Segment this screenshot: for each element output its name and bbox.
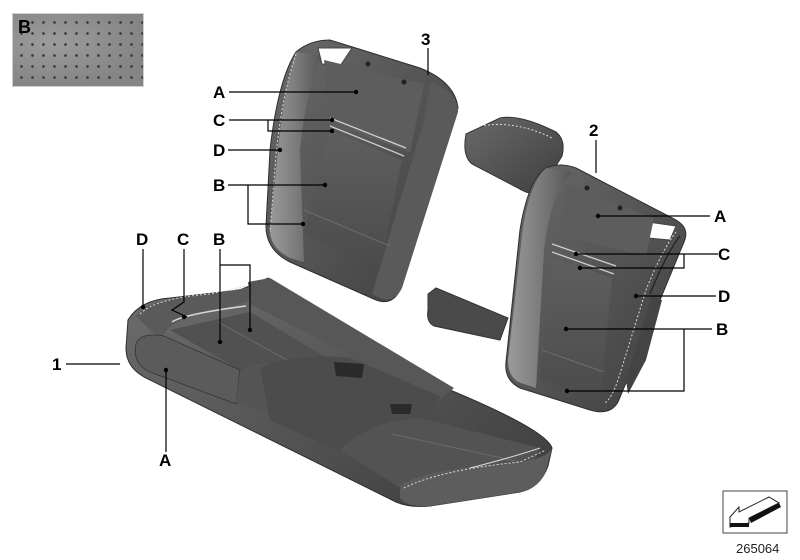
leader-dots <box>140 89 639 394</box>
callout-3-b: B <box>213 176 226 195</box>
swatch-label: B <box>18 17 31 37</box>
callout-2-b: B <box>716 320 729 339</box>
material-swatch-b: B <box>12 13 144 87</box>
callout-2-d: D <box>718 287 731 306</box>
callout-3-c: C <box>213 111 226 130</box>
callout-2-a: A <box>714 207 727 226</box>
part-2-right-backrest-cover <box>427 164 687 413</box>
callout-1-d: D <box>136 230 149 249</box>
callout-1-b: B <box>213 230 226 249</box>
part-3-left-backrest-cover <box>265 39 459 303</box>
part-number-3: 3 <box>421 30 431 49</box>
callout-3-d: D <box>213 141 226 160</box>
part-1-seat-cushion-cover <box>125 277 553 507</box>
callout-1-c: C <box>177 230 190 249</box>
callout-3-a: A <box>213 83 226 102</box>
part-number-2: 2 <box>589 121 599 140</box>
callout-2-c: C <box>718 245 731 264</box>
part-number-1: 1 <box>52 355 62 374</box>
front-direction-arrow-icon <box>722 490 788 534</box>
diagram-reference-number: 265064 <box>736 541 780 556</box>
leader-lines <box>66 48 718 452</box>
callout-1-a: A <box>159 451 172 470</box>
